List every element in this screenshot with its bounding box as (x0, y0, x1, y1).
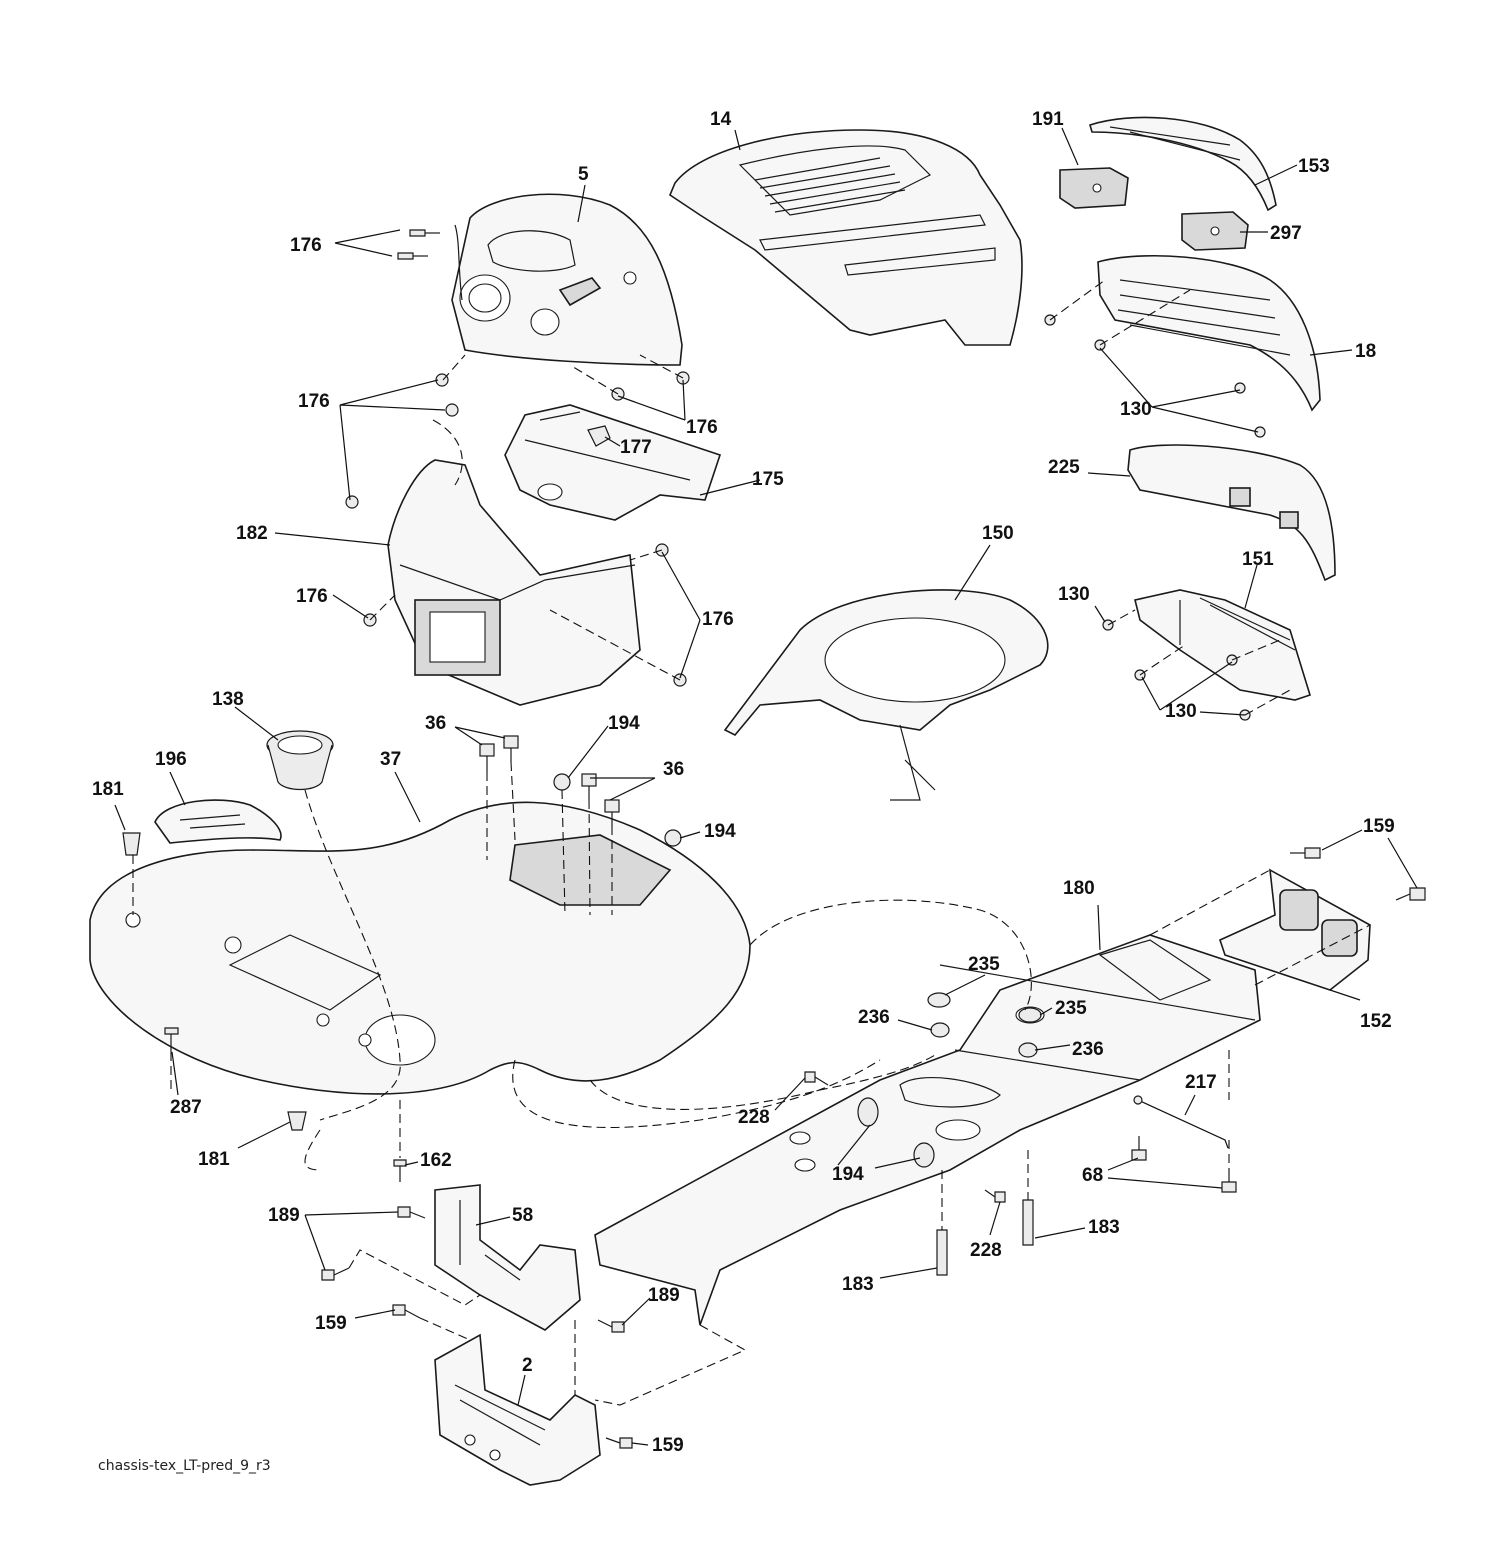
callout-194-c: 194 (832, 1164, 864, 1185)
leader-lines (114, 127, 1418, 1446)
callout-196: 196 (155, 749, 187, 770)
callout-181-b: 181 (198, 1149, 230, 1170)
callout-235-a: 235 (968, 954, 1000, 975)
callout-138: 138 (212, 689, 244, 710)
pan-150-part (723, 589, 1049, 801)
callout-37: 37 (380, 749, 402, 770)
callout-130-a: 130 (1120, 399, 1152, 420)
callout-194-b: 194 (704, 821, 736, 842)
callout-36-a: 36 (425, 713, 447, 734)
bracket-152-part (1219, 868, 1371, 991)
callout-189-b: 189 (648, 1285, 680, 1306)
callout-182: 182 (236, 523, 268, 544)
grille-insert-153-part (1089, 116, 1277, 212)
fender-37-part (89, 801, 751, 1095)
front-bumper-part (1127, 444, 1336, 582)
callout-153: 153 (1298, 156, 1330, 177)
callout-152: 152 (1360, 1011, 1392, 1032)
callout-287: 287 (170, 1097, 202, 1118)
bracket-58-part (434, 1184, 581, 1331)
bracket-151-part (1134, 589, 1311, 701)
callout-5: 5 (578, 164, 589, 185)
callout-36-b: 36 (663, 759, 685, 780)
callout-130-b: 130 (1058, 584, 1090, 605)
callout-236-b: 236 (1072, 1039, 1104, 1060)
callout-217: 217 (1185, 1072, 1217, 1093)
callout-176-d: 176 (296, 586, 328, 607)
front-grille-part (1097, 254, 1321, 412)
console-182-part (387, 459, 641, 706)
callout-236-a: 236 (858, 1007, 890, 1028)
callout-130-c: 130 (1165, 701, 1197, 722)
callout-183-b: 183 (1088, 1217, 1120, 1238)
callout-225: 225 (1048, 457, 1080, 478)
callout-297: 297 (1270, 223, 1302, 244)
hood-part (669, 129, 1023, 346)
bracket-297-part (1181, 211, 1249, 251)
callout-175: 175 (752, 469, 784, 490)
grommet-138-part (266, 730, 334, 791)
callout-151: 151 (1242, 549, 1274, 570)
callout-2: 2 (522, 1355, 533, 1376)
callout-189-a: 189 (268, 1205, 300, 1226)
bracket-2-part (434, 1333, 601, 1486)
callout-181-a: 181 (92, 779, 124, 800)
callout-159-b: 159 (315, 1313, 347, 1334)
bracket-191-part (1059, 167, 1129, 209)
callout-180: 180 (1063, 878, 1095, 899)
callout-228-a: 228 (738, 1107, 770, 1128)
hardware-set (122, 229, 1426, 1449)
dash-panel-part (451, 193, 683, 366)
diagram-reference-label: chassis-tex_LT-pred_9_r3 (98, 1458, 271, 1474)
callout-68: 68 (1082, 1165, 1104, 1186)
callout-18: 18 (1355, 341, 1377, 362)
callout-150: 150 (982, 523, 1014, 544)
callout-176-c: 176 (686, 417, 718, 438)
frame-180-part (594, 934, 1261, 1326)
plate-196-part (154, 799, 282, 844)
callout-177: 177 (620, 437, 652, 458)
callout-235-b: 235 (1055, 998, 1087, 1019)
callout-194-a: 194 (608, 713, 640, 734)
clip-177-part (587, 425, 611, 447)
callout-176-b: 176 (298, 391, 330, 412)
callout-159-c: 159 (652, 1435, 684, 1456)
callout-176-e: 176 (702, 609, 734, 630)
callout-14: 14 (710, 109, 732, 130)
rod-217-part (1133, 1095, 1229, 1149)
callout-159-a: 159 (1363, 816, 1395, 837)
callout-162: 162 (420, 1150, 452, 1171)
callout-183-a: 183 (842, 1274, 874, 1295)
callout-191: 191 (1032, 109, 1064, 130)
assembly-lines (132, 279, 1371, 1406)
callout-176-a: 176 (290, 235, 322, 256)
callout-228-b: 228 (970, 1240, 1002, 1261)
callout-58: 58 (512, 1205, 534, 1226)
dash-bracket-175-part (504, 404, 722, 521)
